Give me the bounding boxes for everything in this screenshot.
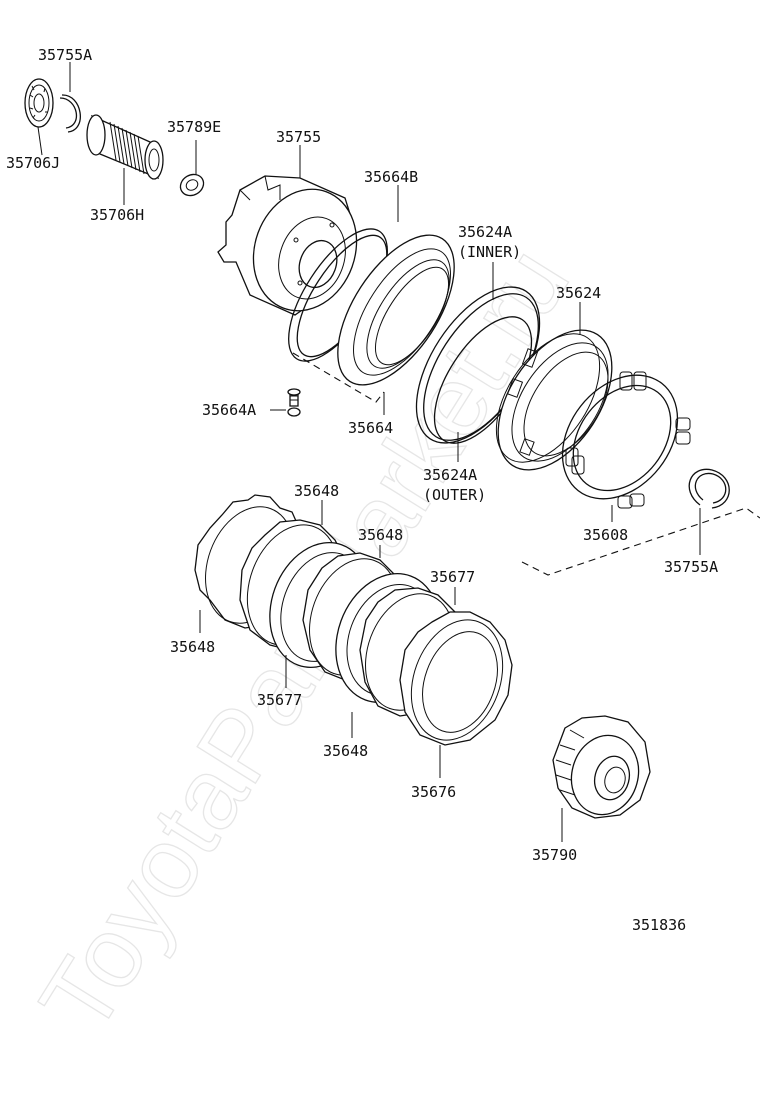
label-35706h: 35706H [90,206,144,224]
label-35755a-right: 35755A [664,558,718,576]
label-35789e: 35789E [167,118,221,136]
part-labels: 35755A 35706J 35706H 35789E 35755 35664B… [6,46,718,934]
label-35755: 35755 [276,128,321,146]
label-35790: 35790 [532,846,577,864]
label-35608: 35608 [583,526,628,544]
figure-number: 351836 [632,916,686,934]
label-outer-note: (OUTER) [423,486,486,504]
label-35664a: 35664A [202,401,256,419]
snap-ring-35755a-top [59,94,81,133]
label-35664: 35664 [348,419,393,437]
label-35648-d: 35648 [323,742,368,760]
assembly-dashed-lines [292,352,760,576]
piston-35664 [337,234,455,386]
snap-ring-35755a-right [688,468,730,509]
label-35677-a: 35677 [430,568,475,586]
label-35755a-top: 35755A [38,46,92,64]
leader-lines [37,62,701,842]
label-35676: 35676 [411,783,456,801]
screw-35664a [287,388,301,417]
label-35624a-inner: 35624A [458,223,512,241]
label-35648-c: 35648 [170,638,215,656]
label-inner-note: (INNER) [458,243,521,261]
label-35624a-outer: 35624A [423,466,477,484]
label-35706j: 35706J [6,154,60,172]
flange-35676 [399,611,513,746]
label-35648-a: 35648 [294,482,339,500]
label-35648-b: 35648 [358,526,403,544]
label-35677-b: 35677 [257,691,302,709]
bearing-35706j [24,78,54,128]
spring-retainer-35608 [561,371,691,509]
hub-35790 [552,715,651,819]
washer-35789e [179,173,205,197]
label-35624: 35624 [556,284,601,302]
piston-35624 [495,329,613,471]
clutch-drum-35755 [217,175,358,316]
shaft-35706h [86,114,164,180]
label-35664b: 35664B [364,168,418,186]
